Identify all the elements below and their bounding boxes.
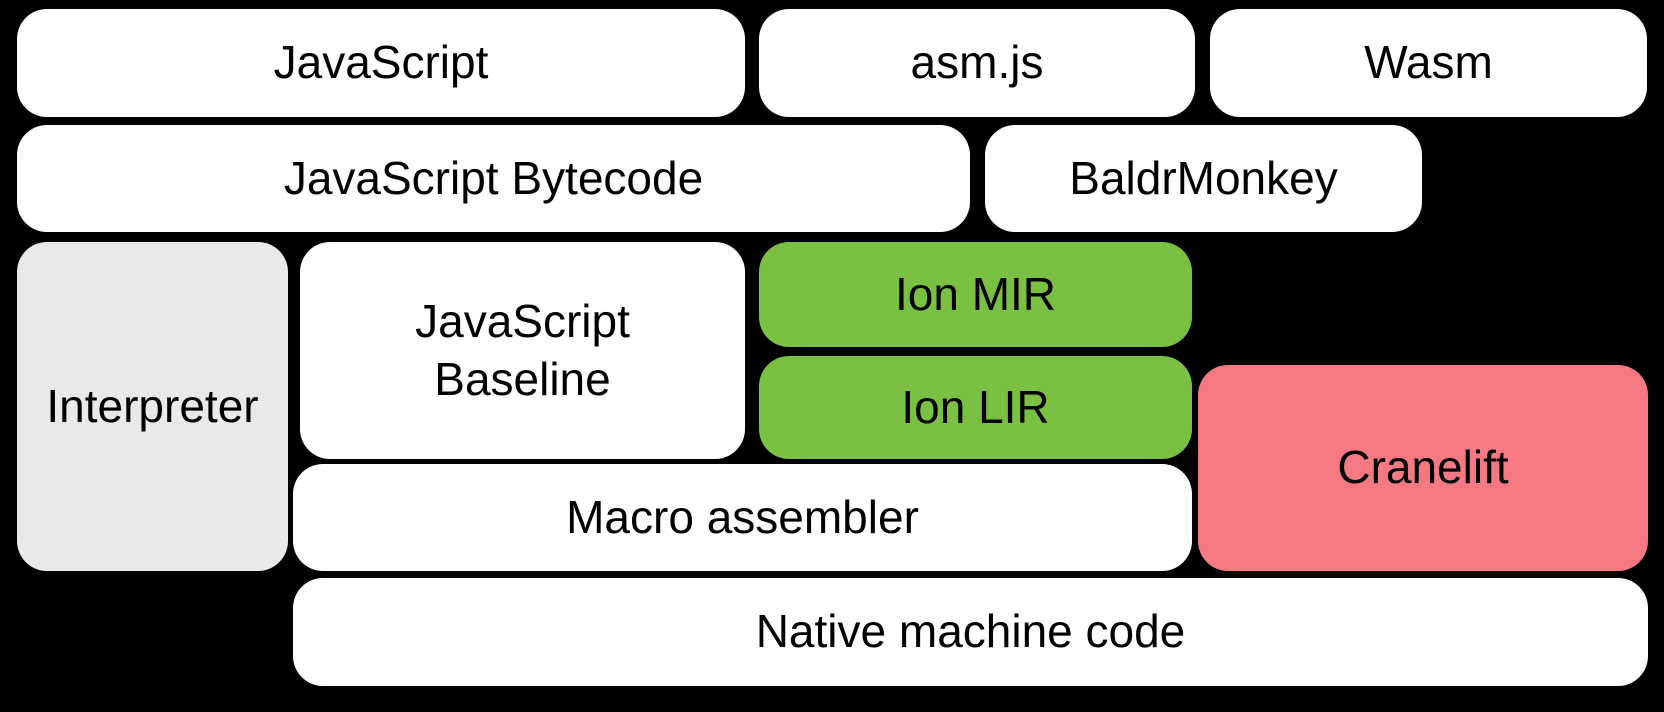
node-cranelift: Cranelift: [1198, 365, 1648, 571]
node-ion-mir: Ion MIR: [759, 242, 1192, 347]
node-macro-assembler: Macro assembler: [293, 464, 1192, 571]
node-wasm: Wasm: [1210, 9, 1647, 117]
node-javascript: JavaScript: [17, 9, 745, 117]
node-javascript-baseline: JavaScript Baseline: [300, 242, 745, 459]
node-interpreter: Interpreter: [17, 242, 288, 571]
node-native-machine-code: Native machine code: [293, 578, 1648, 686]
node-javascript-bytecode: JavaScript Bytecode: [17, 125, 970, 232]
node-ion-lir: Ion LIR: [759, 356, 1192, 459]
node-asm-js: asm.js: [759, 9, 1195, 117]
node-baldrmonkey: BaldrMonkey: [985, 125, 1422, 232]
